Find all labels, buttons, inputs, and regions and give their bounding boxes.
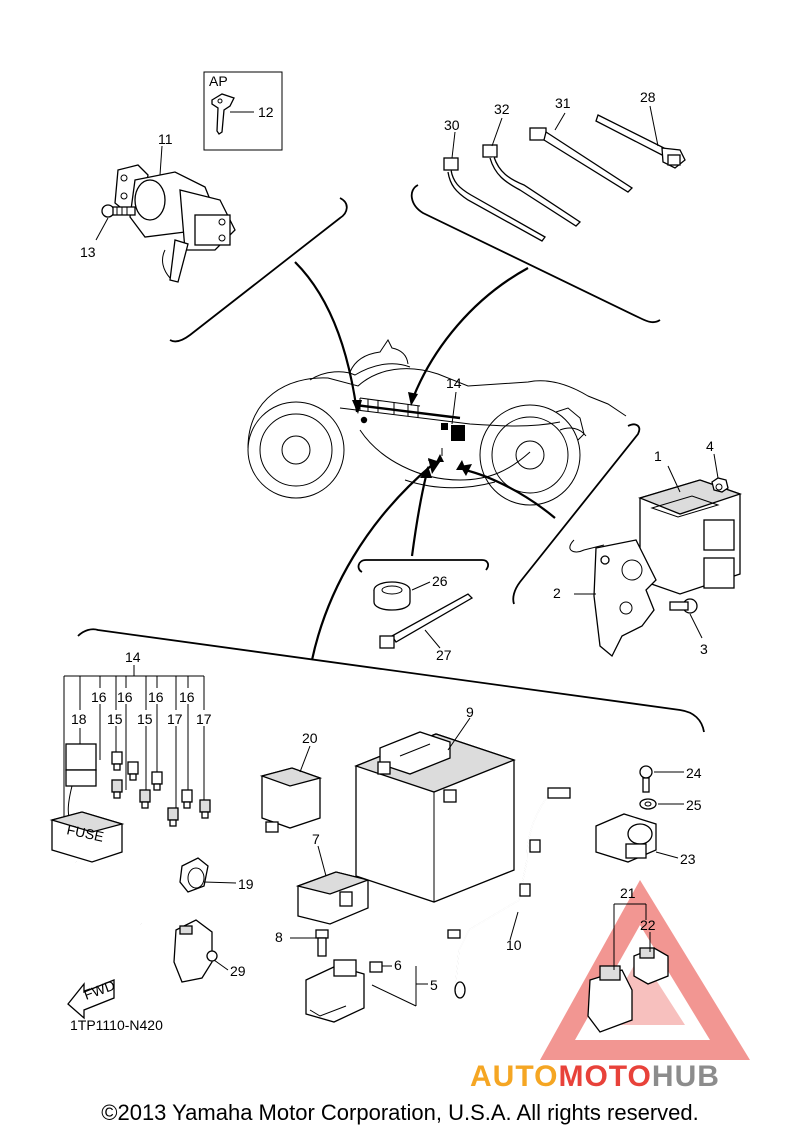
label-10: 10	[506, 937, 522, 953]
label-16d: 16	[179, 689, 195, 705]
label-25: 25	[686, 797, 702, 813]
label-2: 2	[553, 585, 561, 601]
fuse-label: FUSE	[65, 821, 105, 844]
callout-bracket-clamp	[357, 559, 489, 573]
key-icon	[211, 93, 235, 135]
bolt-8	[315, 929, 329, 957]
label-16a: 16	[91, 689, 107, 705]
callout-bracket-main-switch	[169, 197, 348, 343]
fuse-box-18: FUSE	[49, 743, 142, 926]
label-9: 9	[466, 704, 474, 720]
relay-23	[595, 813, 657, 863]
label-17a: 17	[167, 711, 183, 727]
arrow-main-switch	[294, 261, 359, 413]
clamp-26	[373, 581, 411, 611]
label-29: 29	[230, 963, 246, 979]
watermark-text: AUTOMOTOHUB	[470, 1060, 720, 1093]
key-box-label: AP	[209, 73, 228, 89]
holder-29	[173, 919, 218, 983]
label-28: 28	[640, 89, 656, 105]
copyright-notice: ©2013 Yamaha Motor Corporation, U.S.A. A…	[101, 1100, 699, 1125]
nut-4	[711, 477, 729, 493]
starter-relay-5	[305, 959, 365, 1023]
relay-20	[259, 767, 323, 833]
label-23: 23	[680, 851, 696, 867]
label-15b: 15	[137, 711, 153, 727]
label-3: 3	[700, 641, 708, 657]
callout-bracket-ecu	[512, 423, 641, 605]
ecu-bracket-2	[569, 539, 657, 658]
label-31: 31	[555, 95, 571, 111]
label-1: 1	[654, 448, 662, 464]
label-18: 18	[71, 711, 87, 727]
label-27: 27	[436, 647, 452, 663]
label-21: 21	[620, 885, 636, 901]
battery-9	[354, 731, 516, 903]
part-22	[633, 947, 669, 985]
label-14-group: 14	[125, 649, 141, 665]
label-20: 20	[302, 730, 318, 746]
label-4: 4	[706, 438, 714, 454]
drawing-code: 1TP1110-N420	[70, 1017, 163, 1033]
label-22: 22	[640, 917, 656, 933]
label-17b: 17	[196, 711, 212, 727]
label-24: 24	[686, 765, 702, 781]
label-11: 11	[158, 131, 173, 147]
label-16b: 16	[117, 689, 133, 705]
key-box: AP	[203, 71, 283, 151]
label-15a: 15	[107, 711, 123, 727]
bolt-3	[669, 598, 698, 614]
fuse-6	[369, 961, 383, 973]
cover-7	[295, 871, 371, 925]
label-26: 26	[432, 573, 448, 589]
label-32: 32	[494, 101, 510, 117]
label-14-top: 14	[446, 375, 462, 391]
label-6: 6	[394, 957, 402, 973]
label-12b: 12	[258, 104, 274, 120]
arrow-clamp	[410, 475, 428, 557]
cable-tie-31	[529, 127, 634, 193]
washer-25	[639, 798, 657, 810]
watermark-part-hub: HUB	[652, 1060, 720, 1093]
watermark-part-moto: MOTO	[558, 1060, 651, 1093]
bolt-13	[101, 204, 136, 218]
motorcycle-outline	[247, 339, 627, 506]
label-8: 8	[275, 929, 283, 945]
cable-tie-30	[443, 157, 546, 242]
cable-tie-28	[595, 114, 686, 169]
battery-cable-10	[447, 787, 571, 999]
callout-bracket-cable-ties	[410, 184, 661, 324]
label-16c: 16	[148, 689, 164, 705]
label-13: 13	[80, 244, 96, 260]
label-5: 5	[430, 977, 438, 993]
cable-tie-32	[482, 144, 582, 227]
label-7: 7	[312, 831, 320, 847]
arrow-ecu	[464, 468, 556, 519]
watermark-part-auto: AUTO	[470, 1060, 558, 1093]
arrow-electrical	[310, 464, 433, 661]
bolt-24	[639, 765, 653, 793]
label-19: 19	[238, 876, 254, 892]
label-30: 30	[444, 117, 460, 133]
harness-tree	[63, 665, 205, 850]
main-switch-assembly	[114, 164, 236, 283]
relay-21	[587, 965, 633, 1033]
callout-bracket-electrical	[77, 628, 705, 733]
clip-19	[179, 857, 209, 893]
fuses	[111, 751, 211, 827]
cable-tie-27	[379, 593, 474, 649]
arrow-cable-ties	[411, 267, 529, 399]
fwd-arrow-icon: FWD	[67, 977, 117, 1020]
